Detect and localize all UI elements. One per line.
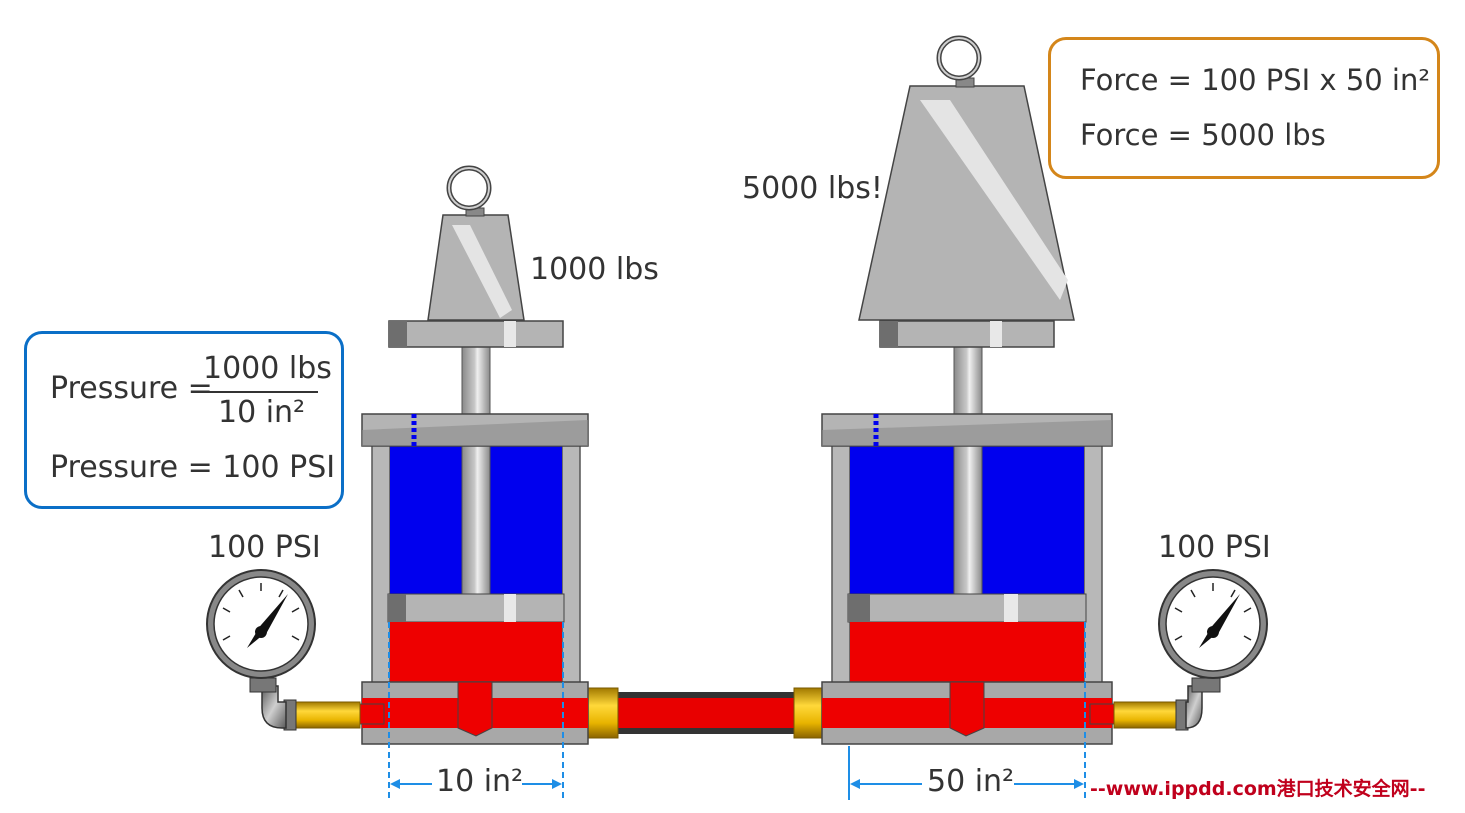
pressure-numerator: 1000 lbs — [203, 351, 332, 386]
pressure-formula-box — [24, 331, 344, 509]
large-area-label: 50 in² — [927, 764, 1015, 799]
small-area-label: 10 in² — [436, 764, 524, 799]
force-formula-box — [1048, 37, 1440, 179]
watermark: --www.ippdd.com港口技术安全网-- — [1090, 778, 1426, 800]
force-line-2: Force = 5000 lbs — [1080, 118, 1326, 152]
pressure-result: Pressure = 100 PSI — [50, 450, 336, 485]
large-piston — [847, 593, 1087, 623]
small-weight-label: 1000 lbs — [530, 252, 659, 287]
pressure-prefix: Pressure = — [50, 371, 213, 406]
right-gauge-reading: 100 PSI — [1158, 530, 1271, 565]
large-weight-label: 5000 lbs! — [742, 171, 883, 206]
small-cylinder — [359, 320, 589, 745]
connecting-pipe — [587, 687, 825, 739]
right-gauge-ticks — [1174, 583, 1252, 641]
large-area-dimension — [848, 622, 1086, 800]
pressure-denominator: 10 in² — [218, 395, 306, 430]
fraction-line — [204, 391, 318, 393]
left-pressure-gauge — [206, 569, 361, 731]
large-cylinder — [821, 320, 1115, 745]
left-gauge-ticks — [222, 583, 300, 641]
large-weight — [858, 35, 1075, 321]
small-weight — [427, 165, 525, 321]
small-area-dimension — [388, 622, 564, 800]
small-cylinder-lower-fluid — [390, 622, 562, 684]
small-piston — [387, 593, 565, 623]
large-cylinder-lower-fluid — [850, 622, 1084, 684]
force-line-1: Force = 100 PSI x 50 in² — [1080, 63, 1430, 97]
right-pressure-gauge — [1113, 569, 1268, 731]
left-gauge-reading: 100 PSI — [208, 530, 321, 565]
